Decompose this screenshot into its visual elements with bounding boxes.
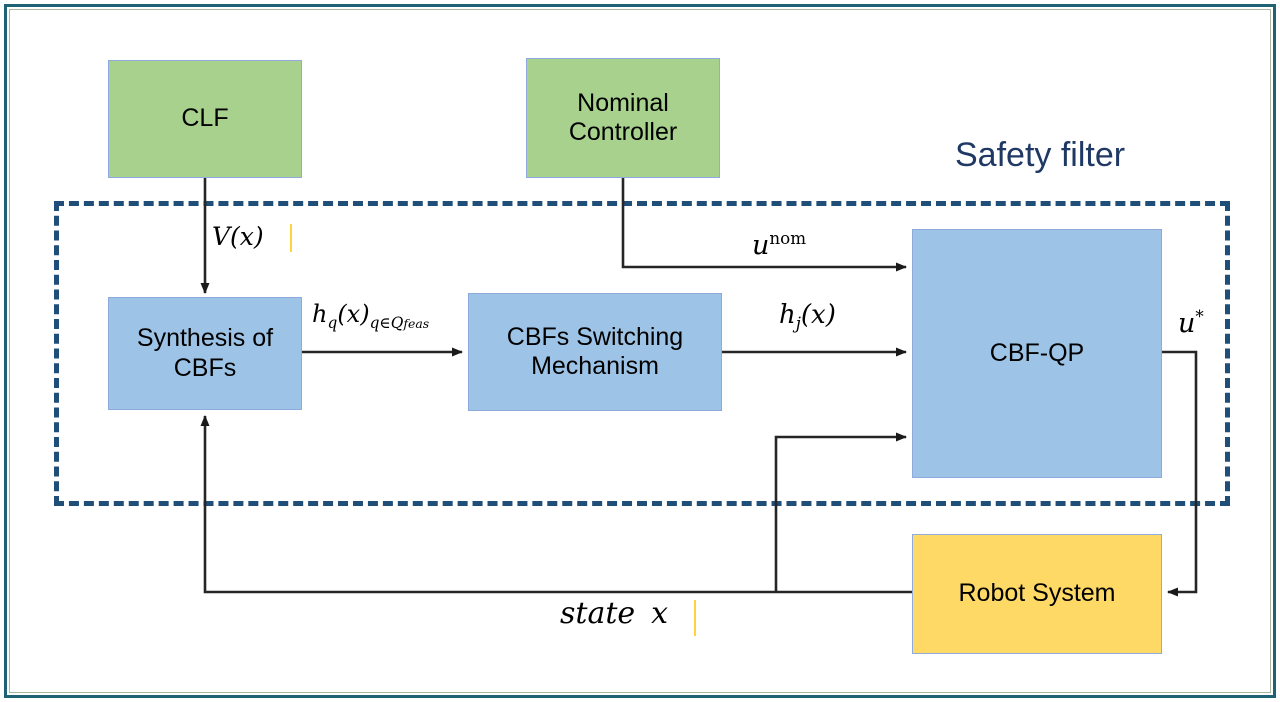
- h-q-base: h: [312, 300, 328, 328]
- edge-label-h-q: hq(x)q∈Qfeas: [312, 300, 429, 332]
- block-synthesis-of-cbfs[interactable]: Synthesis of CBFs: [108, 297, 302, 410]
- h-q-sub: q: [327, 313, 338, 332]
- safety-filter-title: Safety filter: [955, 136, 1126, 174]
- edge-label-u-star: u*: [1178, 306, 1204, 339]
- h-j-sub: j: [795, 314, 801, 334]
- block-robot-system[interactable]: Robot System: [912, 534, 1162, 654]
- block-clf[interactable]: CLF: [108, 60, 302, 178]
- u-star-base: u: [1178, 308, 1196, 339]
- edge-label-h-j: hj(x): [779, 300, 836, 333]
- h-q-sub2: q∈Q: [369, 313, 404, 332]
- block-nominal-controller[interactable]: Nominal Controller: [526, 58, 720, 178]
- text-caret-artifact-state: [694, 600, 696, 636]
- block-cbfs-switching-mechanism[interactable]: CBFs Switching Mechanism: [468, 293, 722, 411]
- state-variable: x: [651, 596, 669, 631]
- text-caret-artifact-v: [290, 224, 292, 252]
- edge-label-v-of-x: V(x): [212, 222, 264, 251]
- block-cbf-qp[interactable]: CBF-QP: [912, 229, 1162, 478]
- h-q-mid: (x): [337, 300, 370, 328]
- h-j-base: h: [779, 300, 796, 330]
- edge-label-v-of-x-text: V(x): [212, 222, 264, 251]
- h-q-subsub: feas: [403, 315, 430, 331]
- state-word: state: [560, 596, 636, 631]
- u-nom-base: u: [752, 230, 770, 261]
- u-nom-sup: nom: [769, 228, 807, 248]
- u-star-sup: *: [1195, 306, 1204, 326]
- edge-label-u-nom: unom: [752, 228, 806, 261]
- h-j-mid: (x): [800, 300, 836, 330]
